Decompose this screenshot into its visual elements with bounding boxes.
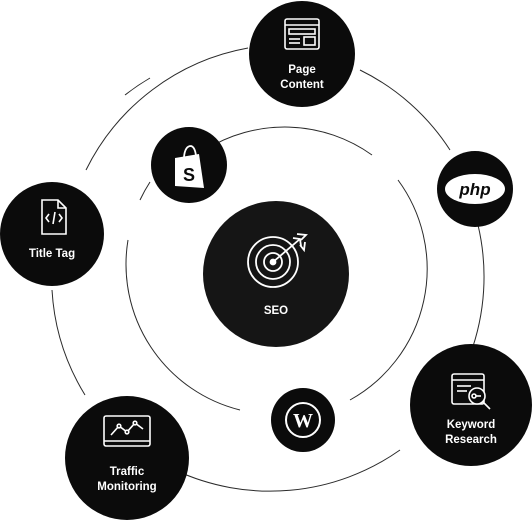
node-label: Keyword	[447, 419, 496, 431]
php-icon	[445, 174, 505, 204]
inner-ring	[139, 181, 151, 201]
shopify-logo: S	[151, 127, 227, 203]
line-chart-monitor-icon	[103, 415, 151, 447]
outer-ring	[359, 69, 451, 151]
node-label: Title Tag	[29, 248, 75, 260]
target-icon	[247, 233, 308, 288]
node-label: Page	[288, 64, 316, 76]
inner-ring	[204, 126, 373, 156]
outer-ring	[124, 77, 151, 96]
node-keyword-research: Keyword Research	[410, 344, 532, 466]
wordpress-letter: W	[293, 410, 313, 432]
node-page-content: Page Content	[249, 1, 355, 107]
inner-ring	[349, 179, 428, 401]
node-label: Traffic	[110, 466, 145, 478]
outer-ring	[51, 289, 86, 396]
orbit-rings	[51, 47, 485, 492]
shopify-letter: S	[183, 165, 195, 185]
webpage-layout-icon	[284, 18, 320, 50]
outer-ring	[469, 224, 485, 356]
php-logo: php	[437, 151, 513, 227]
center-node: SEO	[203, 201, 349, 347]
shopify-icon: S	[175, 145, 204, 188]
code-file-icon	[41, 199, 67, 235]
outer-ring	[174, 449, 401, 492]
php-text: php	[458, 180, 490, 199]
node-label: Content	[280, 79, 324, 91]
inner-ring	[125, 239, 241, 411]
outer-ring	[85, 47, 249, 171]
wordpress-logo: W	[271, 388, 335, 452]
node-label: Monitoring	[97, 481, 156, 493]
search-key-icon	[451, 373, 491, 410]
node-traffic-monitoring: Traffic Monitoring	[65, 396, 189, 520]
node-label: Research	[445, 434, 497, 446]
center-label: SEO	[264, 305, 288, 317]
wordpress-icon	[285, 402, 321, 438]
node-title-tag: Title Tag	[0, 182, 104, 286]
